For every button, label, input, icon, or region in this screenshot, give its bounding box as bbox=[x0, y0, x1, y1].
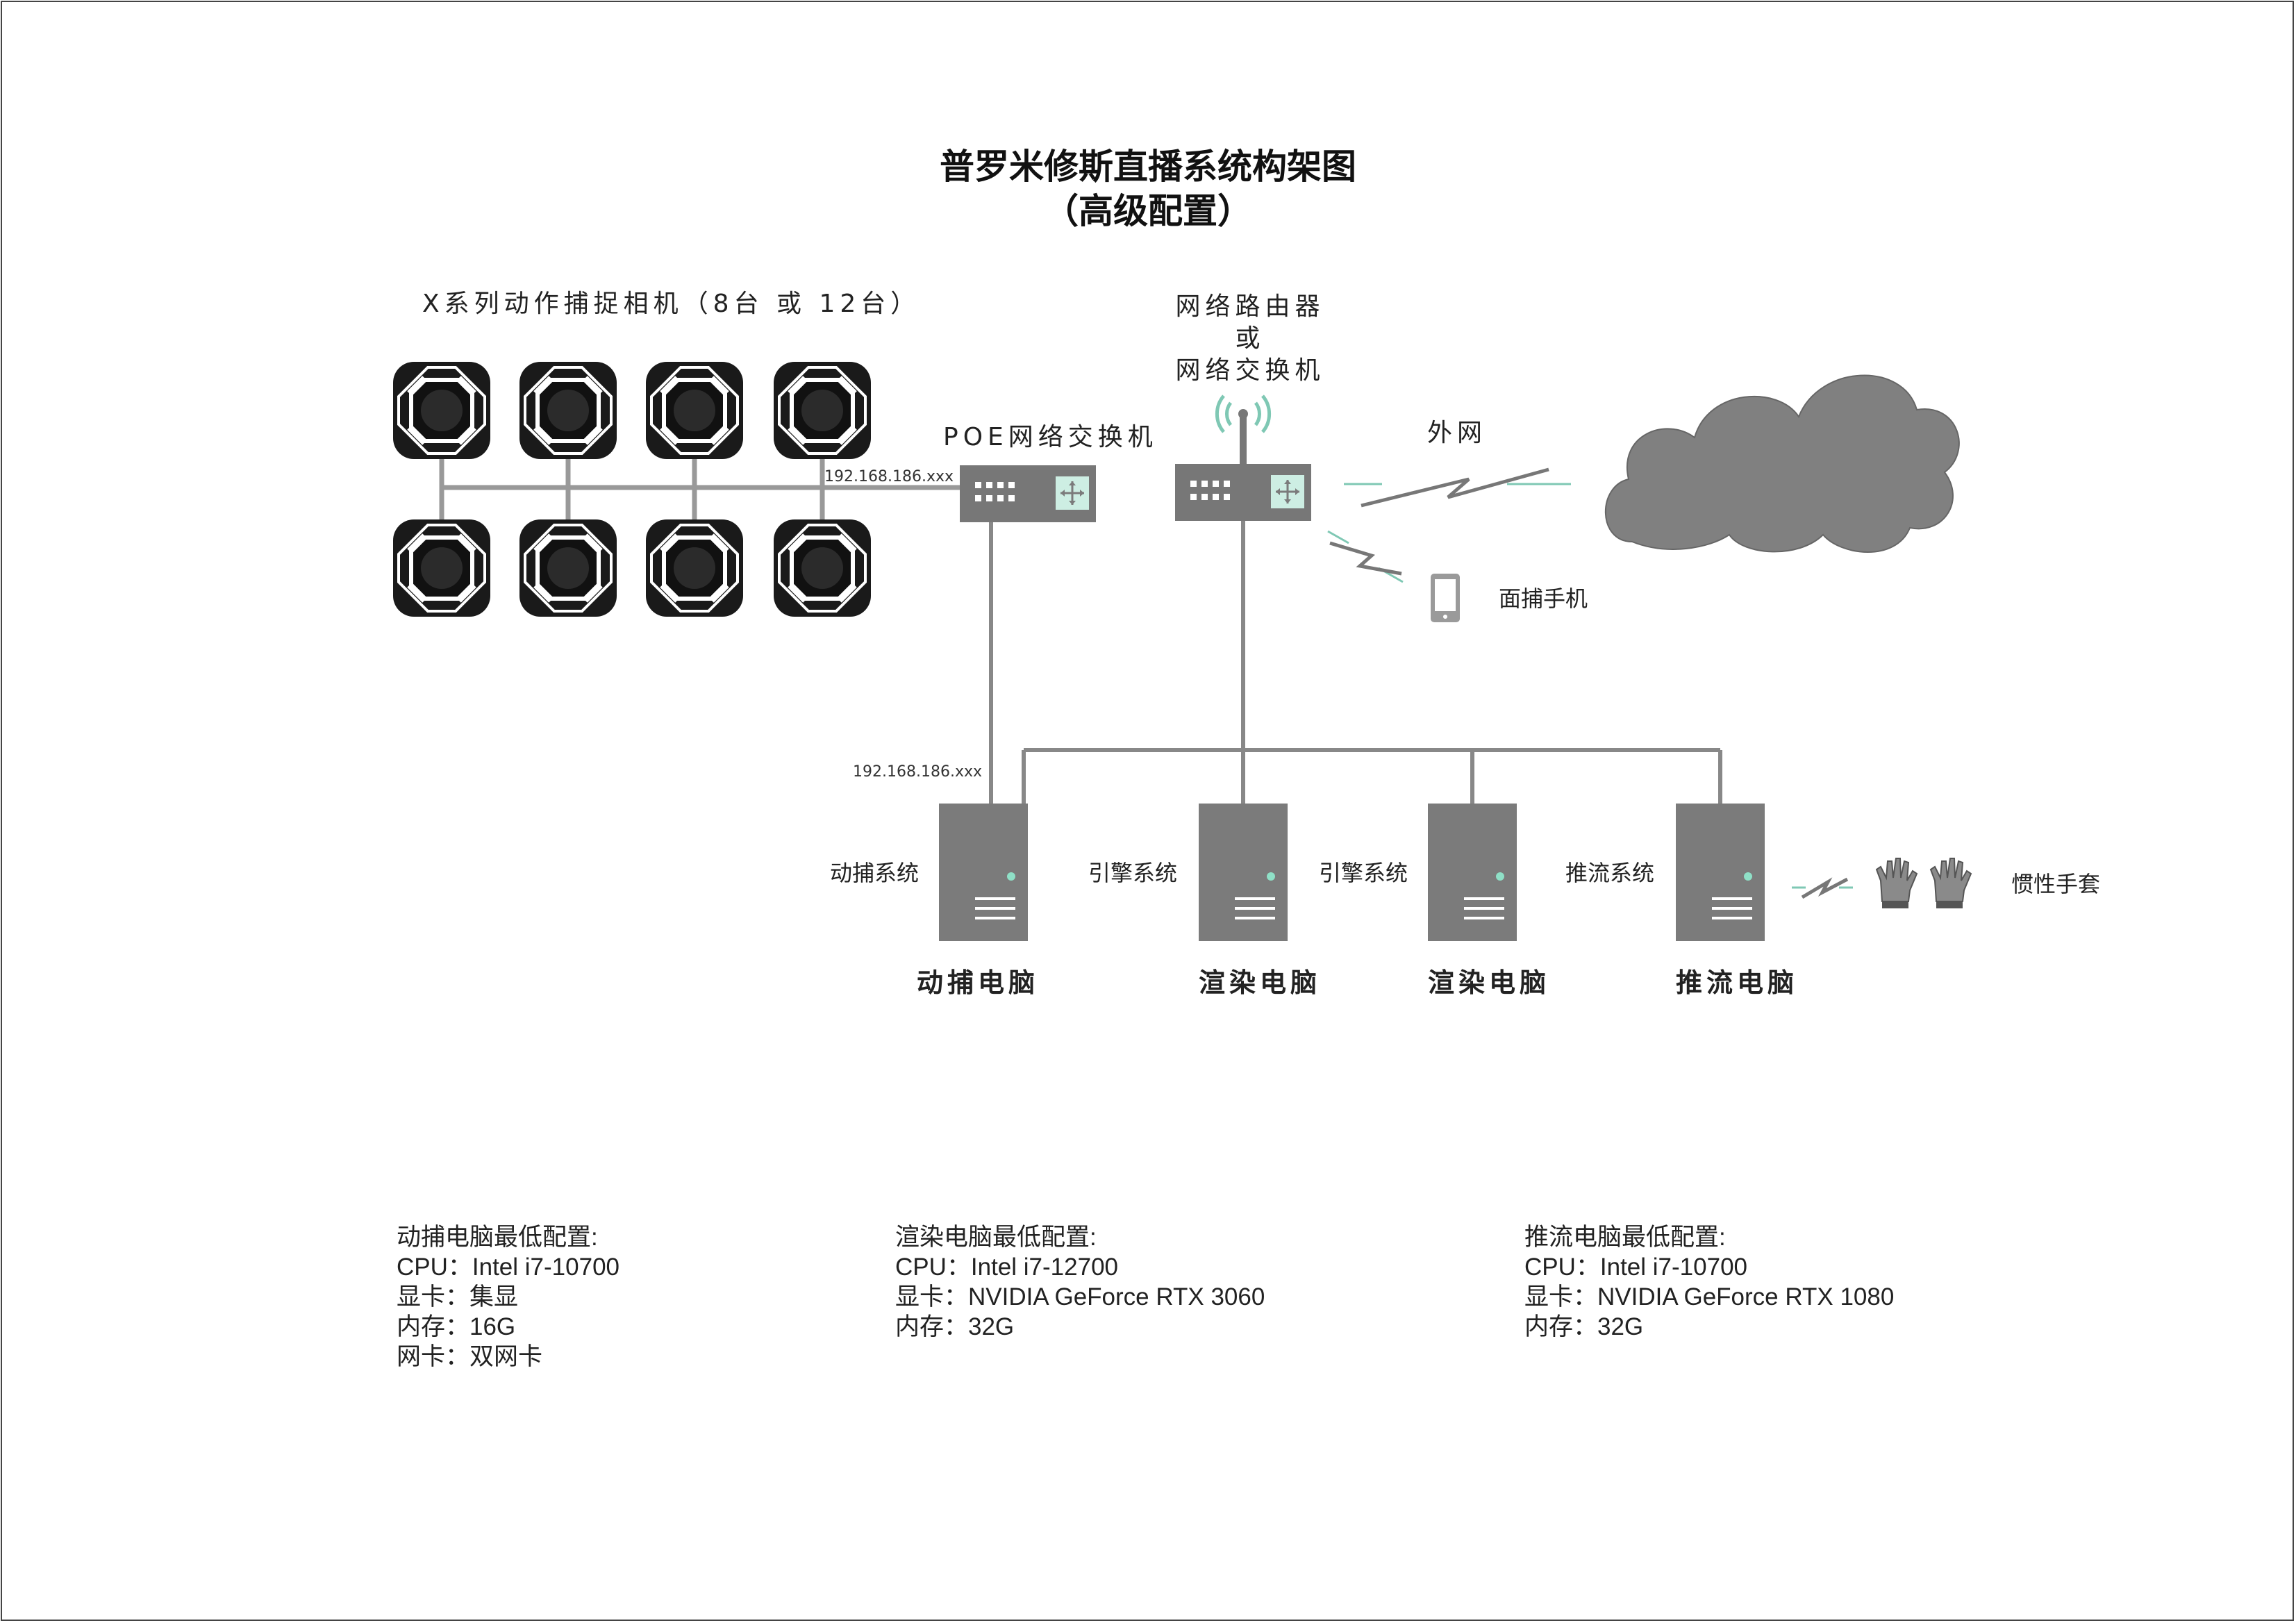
computer-role-label: 引擎系统 bbox=[1088, 860, 1178, 886]
poe-ip-top: 192.168.186.xxx bbox=[824, 468, 954, 485]
computer-name-label: 动捕电脑 bbox=[917, 967, 1040, 998]
spec-line: 内存：32G bbox=[1524, 1313, 1644, 1340]
camera-icon bbox=[519, 362, 617, 459]
spec-line: 显卡：集显 bbox=[397, 1283, 519, 1310]
phone-icon bbox=[1431, 574, 1460, 622]
wireless-link-gloves bbox=[1792, 877, 1853, 899]
camera-icon bbox=[774, 362, 871, 459]
spec-line: CPU：Intel i7-12700 bbox=[895, 1254, 1118, 1281]
wireless-link-phone bbox=[1327, 530, 1404, 583]
internet-label: 外网 bbox=[1427, 419, 1488, 447]
router-label-line2: 或 bbox=[1235, 324, 1265, 353]
wireless-link-internet bbox=[1344, 467, 1571, 508]
camera-icon bbox=[774, 519, 871, 617]
spec-line: 显卡：NVIDIA GeForce RTX 1080 bbox=[1524, 1283, 1895, 1310]
spec-block-mocap: 动捕电脑最低配置: CPU：Intel i7-10700 显卡：集显 内存：16… bbox=[397, 1222, 619, 1372]
spec-line: 内存：16G bbox=[397, 1313, 516, 1340]
spec-line: 显卡：NVIDIA GeForce RTX 3060 bbox=[895, 1283, 1265, 1310]
computer-name-label: 推流电脑 bbox=[1676, 967, 1799, 998]
spec-line: 内存：32G bbox=[895, 1313, 1015, 1340]
camera-icon bbox=[393, 362, 490, 459]
router-label-line3: 网络交换机 bbox=[1175, 356, 1325, 385]
computer-name-label: 渲染电脑 bbox=[1428, 967, 1551, 998]
glove-icon bbox=[1876, 858, 1918, 909]
glove-icon bbox=[1930, 858, 1972, 909]
diagram-title: 普罗米修斯直播系统构架图 bbox=[940, 146, 1356, 187]
camera-icon bbox=[393, 519, 490, 617]
spec-block-stream: 推流电脑最低配置: CPU：Intel i7-10700 显卡：NVIDIA G… bbox=[1524, 1222, 1894, 1342]
cameras-label: X系列动作捕捉相机（8台 或 12台） bbox=[422, 290, 921, 318]
camera-icon bbox=[519, 519, 617, 617]
poe-ip-bottom: 192.168.186.xxx bbox=[853, 763, 983, 781]
computer-role-label: 动捕系统 bbox=[830, 860, 920, 886]
diagram-subtitle: （高级配置） bbox=[1044, 190, 1252, 231]
spec-line: CPU：Intel i7-10700 bbox=[397, 1254, 619, 1281]
router-icon bbox=[1174, 394, 1313, 522]
gloves-label: 惯性手套 bbox=[2011, 871, 2101, 897]
computer-role-label: 推流系统 bbox=[1565, 860, 1655, 886]
router-label-line1: 网络路由器 bbox=[1175, 292, 1325, 321]
network-lines bbox=[989, 521, 1722, 806]
spec-heading: 渲染电脑最低配置: bbox=[895, 1224, 1097, 1251]
server-icon bbox=[1676, 804, 1765, 941]
spec-block-render: 渲染电脑最低配置: CPU：Intel i7-12700 显卡：NVIDIA G… bbox=[895, 1222, 1265, 1342]
switch-icon bbox=[958, 464, 1097, 524]
spec-line: CPU：Intel i7-10700 bbox=[1524, 1254, 1747, 1281]
server-icon bbox=[1428, 804, 1517, 941]
spec-heading: 动捕电脑最低配置: bbox=[397, 1224, 598, 1251]
camera-icon bbox=[646, 362, 743, 459]
poe-switch-label: POE网络交换机 bbox=[943, 423, 1158, 451]
server-icon bbox=[1199, 804, 1288, 941]
server-icon bbox=[939, 804, 1028, 941]
cloud-icon bbox=[1604, 374, 1960, 553]
camera-bus-lines bbox=[439, 455, 962, 521]
computer-role-label: 引擎系统 bbox=[1319, 860, 1408, 886]
computer-name-label: 渲染电脑 bbox=[1199, 967, 1322, 998]
spec-heading: 推流电脑最低配置: bbox=[1524, 1224, 1726, 1251]
spec-line: 网卡：双网卡 bbox=[397, 1343, 543, 1370]
phone-label: 面捕手机 bbox=[1499, 585, 1588, 612]
camera-icon bbox=[646, 519, 743, 617]
